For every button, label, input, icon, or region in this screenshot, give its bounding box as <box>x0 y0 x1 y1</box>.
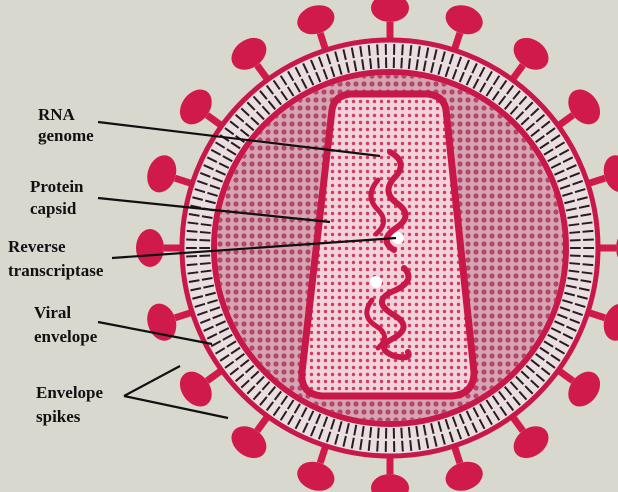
label-protein-capsid-line1: Protein <box>30 177 84 196</box>
label-envelope-spikes-line2: spikes <box>36 407 81 426</box>
reverse-transcriptase-dot-2 <box>370 276 382 288</box>
envelope-spike-head <box>136 229 164 267</box>
label-reverse-transcriptase-line1: Reverse <box>8 237 66 256</box>
label-rna-genome-line1: RNA <box>38 105 76 124</box>
label-rna-genome-line2: genome <box>38 126 94 145</box>
label-viral-envelope-line1: Viral <box>34 303 71 322</box>
label-envelope-spikes-line1: Envelope <box>36 383 104 402</box>
label-protein-capsid-line2: capsid <box>30 199 77 218</box>
label-viral-envelope-line2: envelope <box>34 327 98 346</box>
label-reverse-transcriptase-line2: transcriptase <box>8 261 104 280</box>
